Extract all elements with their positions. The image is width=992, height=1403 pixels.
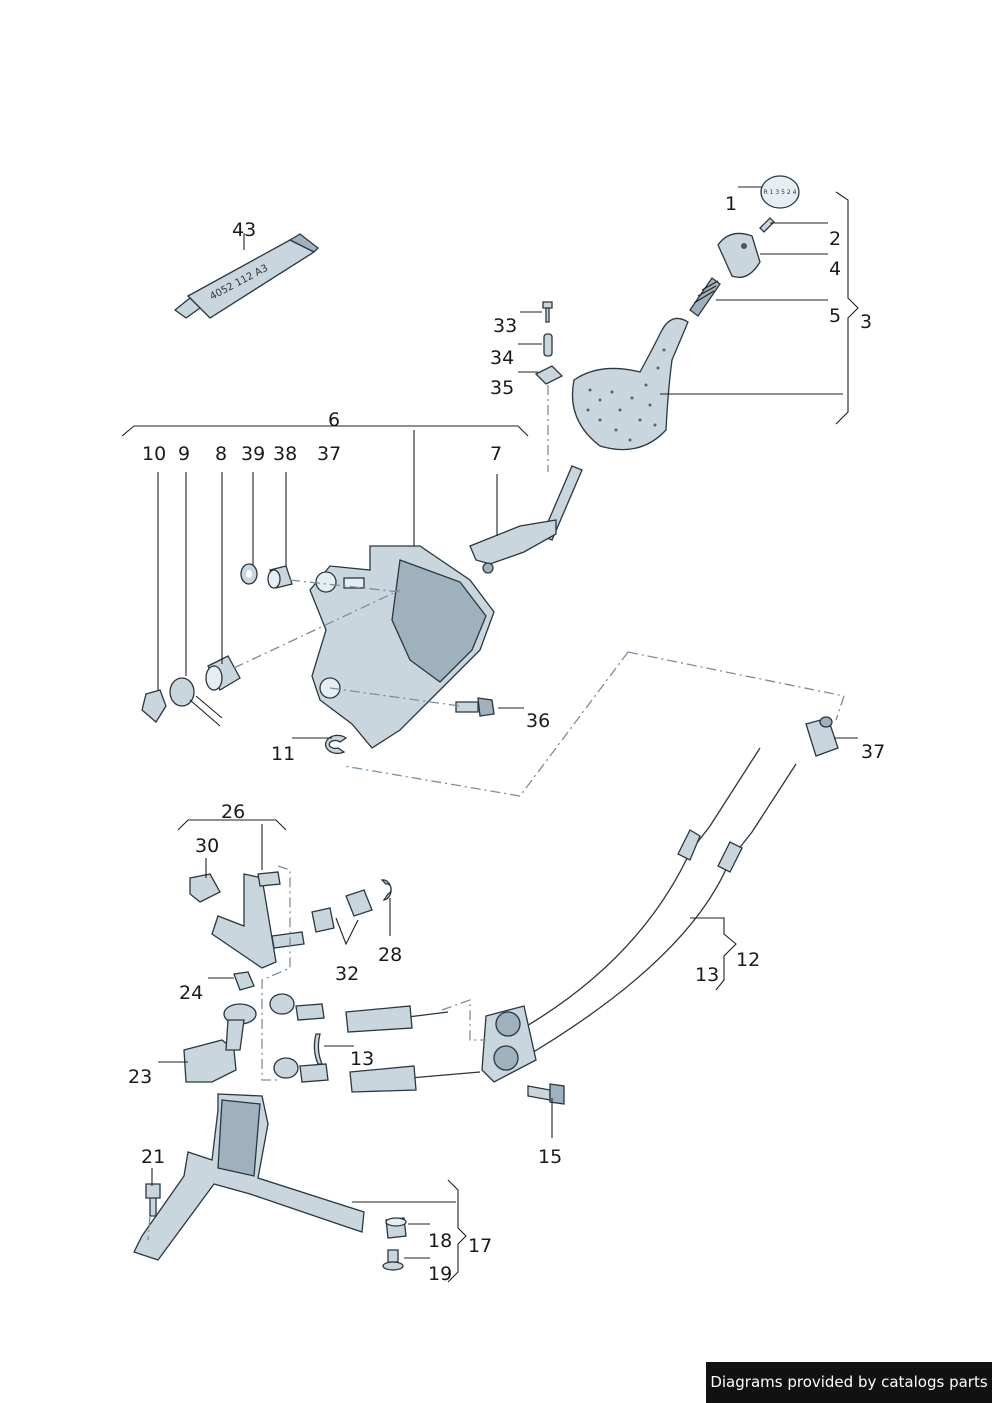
spring-part: [689, 277, 721, 317]
nut-24-part: [233, 971, 255, 991]
bolt-33-part: [542, 301, 553, 323]
label-24: 24: [179, 982, 203, 1004]
label-28: 28: [378, 944, 402, 966]
selector-housing-part: [309, 545, 495, 749]
bracket-26-part: [211, 871, 305, 969]
label-2: 2: [829, 228, 841, 250]
shift-knob-cap-part: R 1 3 5 2 4: [760, 175, 800, 209]
bushing-39-part: [240, 563, 258, 585]
bolt-19-part: [382, 1249, 404, 1271]
circlip-11-part: [324, 734, 348, 755]
bracket-23-part: [183, 1003, 257, 1083]
pin-34-part: [543, 333, 553, 357]
leader-lines: [121, 186, 859, 1283]
bolt-15-part: [527, 1083, 565, 1105]
label-30: 30: [195, 835, 219, 857]
label-4: 4: [829, 258, 841, 280]
label-26: 26: [221, 801, 245, 823]
label-23: 23: [128, 1066, 152, 1088]
label-37-right: 37: [861, 741, 885, 763]
bolt-36-part: [455, 697, 495, 717]
label-1: 1: [725, 193, 737, 215]
label-21: 21: [141, 1146, 165, 1168]
clip-10-part: [141, 689, 167, 723]
label-35: 35: [490, 377, 514, 399]
knob-pattern-text: R 1 3 5 2 4: [764, 189, 797, 196]
label-15: 15: [538, 1146, 562, 1168]
label-36: 36: [526, 710, 550, 732]
mount-17-part: [133, 1093, 365, 1261]
label-7: 7: [490, 443, 502, 465]
label-13-right: 13: [695, 964, 719, 986]
assembly-lines: [147, 385, 845, 1241]
knob-screw-part: [759, 217, 775, 233]
label-32: 32: [335, 963, 359, 985]
label-3: 3: [860, 311, 872, 333]
shift-knob-part: [717, 232, 761, 279]
bushing-18-part: [385, 1217, 407, 1239]
gear-lever-part: [469, 465, 583, 574]
label-13-left: 13: [350, 1048, 374, 1070]
label-38: 38: [273, 443, 297, 465]
grease-tube-part: 4052 112 A3: [173, 233, 319, 319]
label-8: 8: [215, 443, 227, 465]
bushing-8-part: [205, 655, 241, 691]
label-39: 39: [241, 443, 265, 465]
shift-cables-part: [269, 747, 797, 1093]
part-labels: 43 1 2 4 5 3 33 34 35 6 10 9 8 39 38 37 …: [128, 193, 885, 1285]
attribution-banner: Diagrams provided by catalogs parts: [706, 1362, 992, 1403]
spring-9-part: [169, 677, 223, 727]
label-34: 34: [490, 347, 514, 369]
label-12: 12: [736, 949, 760, 971]
label-10: 10: [142, 443, 166, 465]
bolt-21-part: [145, 1183, 161, 1217]
label-37-top: 37: [317, 443, 341, 465]
label-6: 6: [328, 409, 340, 431]
nut-30-part: [189, 873, 221, 903]
label-43: 43: [232, 219, 256, 241]
label-9: 9: [178, 443, 190, 465]
bushing-38-part: [267, 565, 293, 589]
label-5: 5: [829, 305, 841, 327]
nut-35-part: [534, 365, 564, 385]
cable-socket-part: [805, 716, 839, 757]
label-18: 18: [428, 1230, 452, 1252]
label-17: 17: [468, 1235, 492, 1257]
shift-boot-part: [571, 317, 689, 451]
bushing-32-part: [311, 889, 373, 933]
label-19: 19: [428, 1263, 452, 1285]
clip-28-part: [380, 879, 392, 901]
label-11: 11: [271, 743, 295, 765]
label-33: 33: [493, 315, 517, 337]
